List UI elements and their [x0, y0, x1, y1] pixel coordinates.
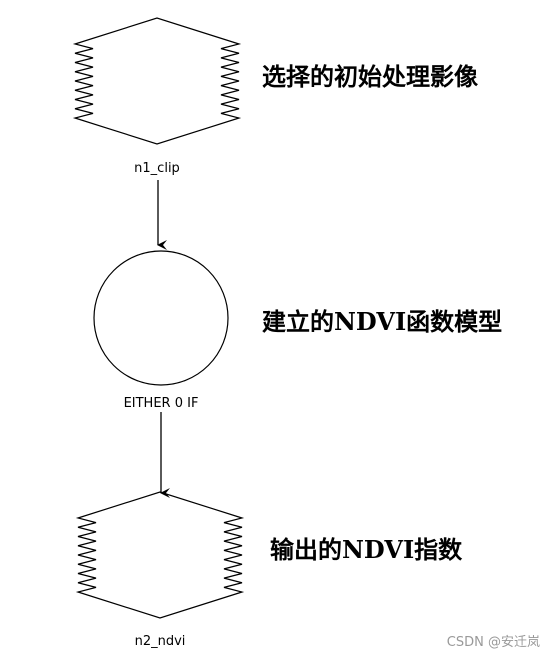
input-node-label: n1_clip: [134, 161, 180, 176]
watermark: CSDN @安迁岚: [447, 635, 540, 650]
output-node-label: n2_ndvi: [135, 634, 186, 649]
function-annotation: 建立的NDVI函数模型: [262, 307, 502, 336]
output-annotation: 输出的NDVI指数: [270, 535, 463, 564]
raster-shape: [75, 491, 245, 619]
output-raster-node[interactable]: [75, 491, 245, 619]
input-raster-node[interactable]: [72, 17, 242, 145]
input-annotation: 选择的初始处理影像: [262, 62, 479, 91]
function-node-label: EITHER 0 IF: [124, 396, 199, 411]
raster-shape: [72, 17, 242, 145]
function-node[interactable]: [93, 250, 229, 386]
